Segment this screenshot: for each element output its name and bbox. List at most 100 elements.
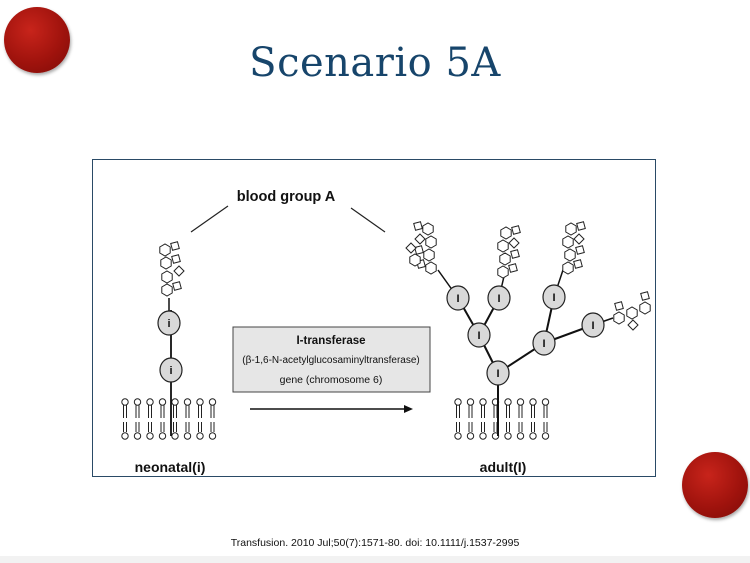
antigen-node xyxy=(542,284,566,310)
sugar-square xyxy=(575,245,585,255)
sugar-diamond xyxy=(405,242,417,254)
neonatal-label: neonatal(i) xyxy=(135,459,206,475)
lipid-head xyxy=(121,432,129,440)
lipid-head xyxy=(208,432,217,440)
sugar-square xyxy=(576,221,586,231)
lipid-head xyxy=(133,398,142,406)
sugar-hexagon xyxy=(423,248,435,262)
sugar-square xyxy=(171,254,181,264)
antigen-node-letter: I xyxy=(552,292,555,304)
sugar-diamond xyxy=(414,233,426,245)
sugar-square xyxy=(573,259,583,269)
lipid-head xyxy=(466,432,475,440)
antigen-node-letter: I xyxy=(496,368,499,380)
decorative-red-dot-bottom-right xyxy=(682,452,748,518)
lipid-head xyxy=(183,398,192,406)
sugar-hexagon xyxy=(497,239,509,253)
enzyme-full-name: (β-1,6-N-acetylglucosaminyltransferase) xyxy=(242,355,419,366)
sugar-hexagon xyxy=(562,235,574,249)
lipid-head xyxy=(479,398,487,406)
sugar-hexagon xyxy=(159,243,171,257)
enzyme-name: I-transferase xyxy=(296,335,365,347)
antigen-node-letter: I xyxy=(456,293,459,305)
lipid-head xyxy=(183,432,192,440)
sugar-hexagon xyxy=(564,248,576,262)
antigen-node-letter: I xyxy=(591,320,594,332)
antigen-node-letter: I xyxy=(497,293,500,305)
lipid-head xyxy=(541,432,550,440)
lipid-head xyxy=(171,398,179,406)
lipid-head xyxy=(529,398,537,406)
sugar-hexagon xyxy=(626,306,638,320)
lipid-head xyxy=(479,432,487,440)
sugar-square xyxy=(511,225,521,235)
sugar-hexagon xyxy=(161,283,173,297)
lipid-head xyxy=(196,432,204,440)
antigen-node-letter: I xyxy=(542,338,545,350)
lipid-head xyxy=(121,398,129,406)
sugar-hexagon xyxy=(499,252,511,266)
right-pointer-line xyxy=(350,207,386,233)
sugar-square xyxy=(508,263,518,273)
lipid-head xyxy=(504,432,512,440)
adult-membrane xyxy=(454,398,550,440)
lipid-head xyxy=(516,432,525,440)
antigen-node xyxy=(446,285,470,311)
sugar-diamond xyxy=(573,233,585,245)
sugar-square xyxy=(414,245,424,255)
decorative-red-dot-top-left xyxy=(4,7,70,73)
antigen-node xyxy=(532,330,556,356)
lipid-head xyxy=(146,432,154,440)
adult-label: adult(I) xyxy=(480,459,527,475)
sugar-diamond xyxy=(627,319,639,331)
antigen-node-letter: I xyxy=(477,330,480,342)
sugar-hexagon xyxy=(425,235,437,249)
conversion-arrowhead xyxy=(404,405,413,413)
lipid-head xyxy=(516,398,525,406)
sugar-diamond xyxy=(173,265,185,277)
sugar-hexagon xyxy=(409,253,421,267)
sugar-hexagon xyxy=(161,270,173,284)
neonatal-linear-chain: ii xyxy=(157,241,185,436)
lipid-head xyxy=(158,432,167,440)
sugar-hexagon xyxy=(422,222,434,236)
sugar-diamond xyxy=(508,237,520,249)
lipid-head xyxy=(529,432,537,440)
adult-branched-chain: I I I I I I I xyxy=(405,221,651,436)
neonatal-membrane xyxy=(121,398,217,440)
antigen-node-letter: i xyxy=(169,365,172,377)
sugar-square xyxy=(172,281,182,291)
citation: Transfusion. 2010 Jul;50(7):1571-80. doi… xyxy=(230,537,520,549)
sugar-hexagon xyxy=(497,265,509,279)
lipid-head xyxy=(454,398,462,406)
lipid-head xyxy=(133,432,142,440)
sugar-square xyxy=(510,249,520,259)
sugar-hexagon xyxy=(425,261,437,275)
antigen-node xyxy=(581,312,605,338)
sugar-hexagon xyxy=(160,256,172,270)
diagram-canvas: blood group A I-transferase (β-1,6-N-ace… xyxy=(121,189,651,475)
lipid-head xyxy=(504,398,512,406)
lipid-head xyxy=(454,432,462,440)
slide-title: Scenario 5A xyxy=(249,40,501,86)
lipid-head xyxy=(146,398,154,406)
footer-bar xyxy=(0,556,750,563)
lipid-head xyxy=(541,398,550,406)
antigen-node xyxy=(486,360,510,386)
diagram-figure: blood group A I-transferase (β-1,6-N-ace… xyxy=(92,159,656,477)
sugar-hexagon xyxy=(613,311,625,325)
left-pointer-line xyxy=(190,205,229,233)
enzyme-box xyxy=(232,326,431,393)
antigen-node-letter: i xyxy=(167,318,170,330)
sugar-square xyxy=(170,241,180,251)
enzyme-gene: gene (chromosome 6) xyxy=(280,374,383,386)
sugar-hexagon xyxy=(562,261,574,275)
sugar-hexagon xyxy=(639,301,651,315)
lipid-head xyxy=(158,398,167,406)
sugar-square xyxy=(413,221,423,231)
sugar-hexagon xyxy=(565,222,577,236)
antigen-node xyxy=(159,357,183,383)
lipid-head xyxy=(466,398,475,406)
sugar-square xyxy=(640,291,650,301)
sugar-hexagon xyxy=(500,226,512,240)
